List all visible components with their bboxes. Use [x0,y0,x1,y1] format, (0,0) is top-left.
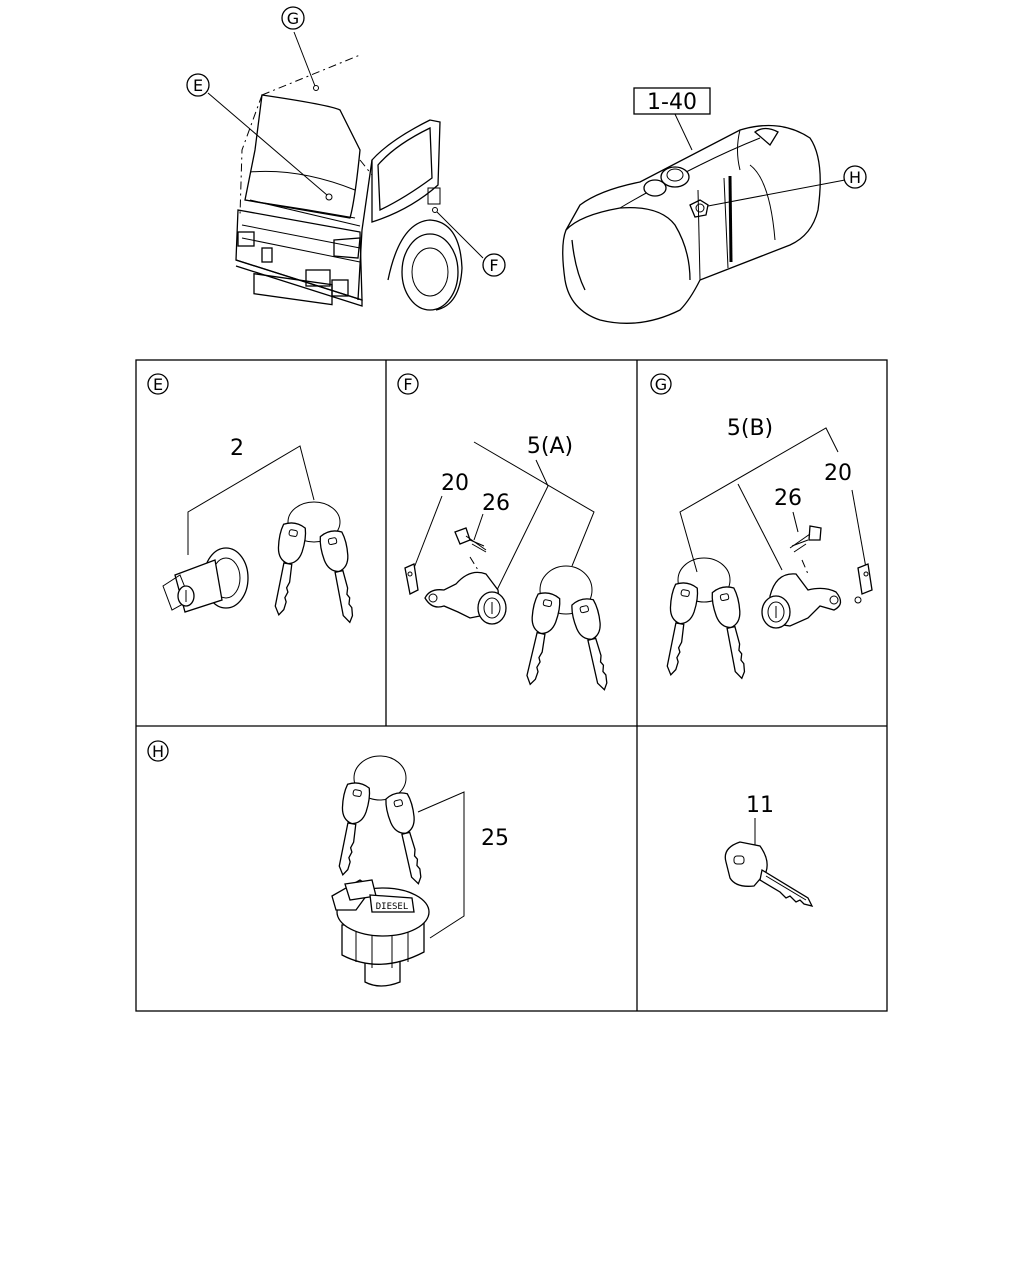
bolt-26-f [454,527,487,553]
panel-f-letter: F [403,375,412,394]
part-2-label: 2 [230,436,244,461]
callout-e-overview: E [186,73,210,97]
part-26-label-g: 26 [774,486,802,511]
cap-embossed-text: DIESEL [376,902,409,912]
key-set-g [657,557,755,682]
panel-e: E 2 [147,373,363,626]
bolt-26-g [789,525,822,553]
callout-g-overview-label: G [287,9,299,28]
part-11-label: 11 [746,793,774,818]
clip-20-f [404,563,419,595]
part-5b-label: 5(B) [727,416,773,441]
panel-g-letter: G [655,375,667,394]
callout-f-overview-label: F [489,256,498,275]
key-set-f [517,565,618,694]
ignition-lock-cylinder [162,547,249,613]
part-20-label-f: 20 [441,471,469,496]
panel-h-letter: H [152,742,164,761]
spare-key-11 [724,841,814,907]
panel-f: F 5(A) 20 26 [397,373,618,694]
callout-h-overview-label: H [849,168,861,187]
fuel-tank-leader-lines [673,111,846,207]
panel-e-letter: E [153,375,163,394]
callout-g-overview: G [281,6,305,30]
locking-fuel-cap: DIESEL [331,879,430,987]
part-5a-label: 5(A) [527,434,573,459]
fuel-tank-illustration [562,124,821,324]
truck-cab-illustration [235,54,463,311]
key-set-e [265,501,363,626]
part-20-label-g: 20 [824,461,852,486]
callout-h-overview: H [843,165,867,189]
callout-f-overview: F [482,253,506,277]
panel-h: H 25 DIESEL [147,740,509,987]
cab-leader-lines [207,31,484,259]
detail-grid [135,359,888,1012]
panel-spare-key: 11 [724,793,814,907]
key-set-h [329,755,432,888]
panel-g: G 5(B) 26 20 [650,373,873,682]
fuel-tank-reference-label: 1-40 [647,90,697,115]
callout-e-overview-label: E [193,76,203,95]
part-25-label: 25 [481,826,509,851]
door-lock-cylinder-g [761,573,862,629]
door-lock-cylinder-f [424,571,507,625]
part-26-label-f: 26 [482,491,510,516]
fuel-tank-reference: 1-40 [633,87,711,115]
clip-20-g [857,563,873,595]
